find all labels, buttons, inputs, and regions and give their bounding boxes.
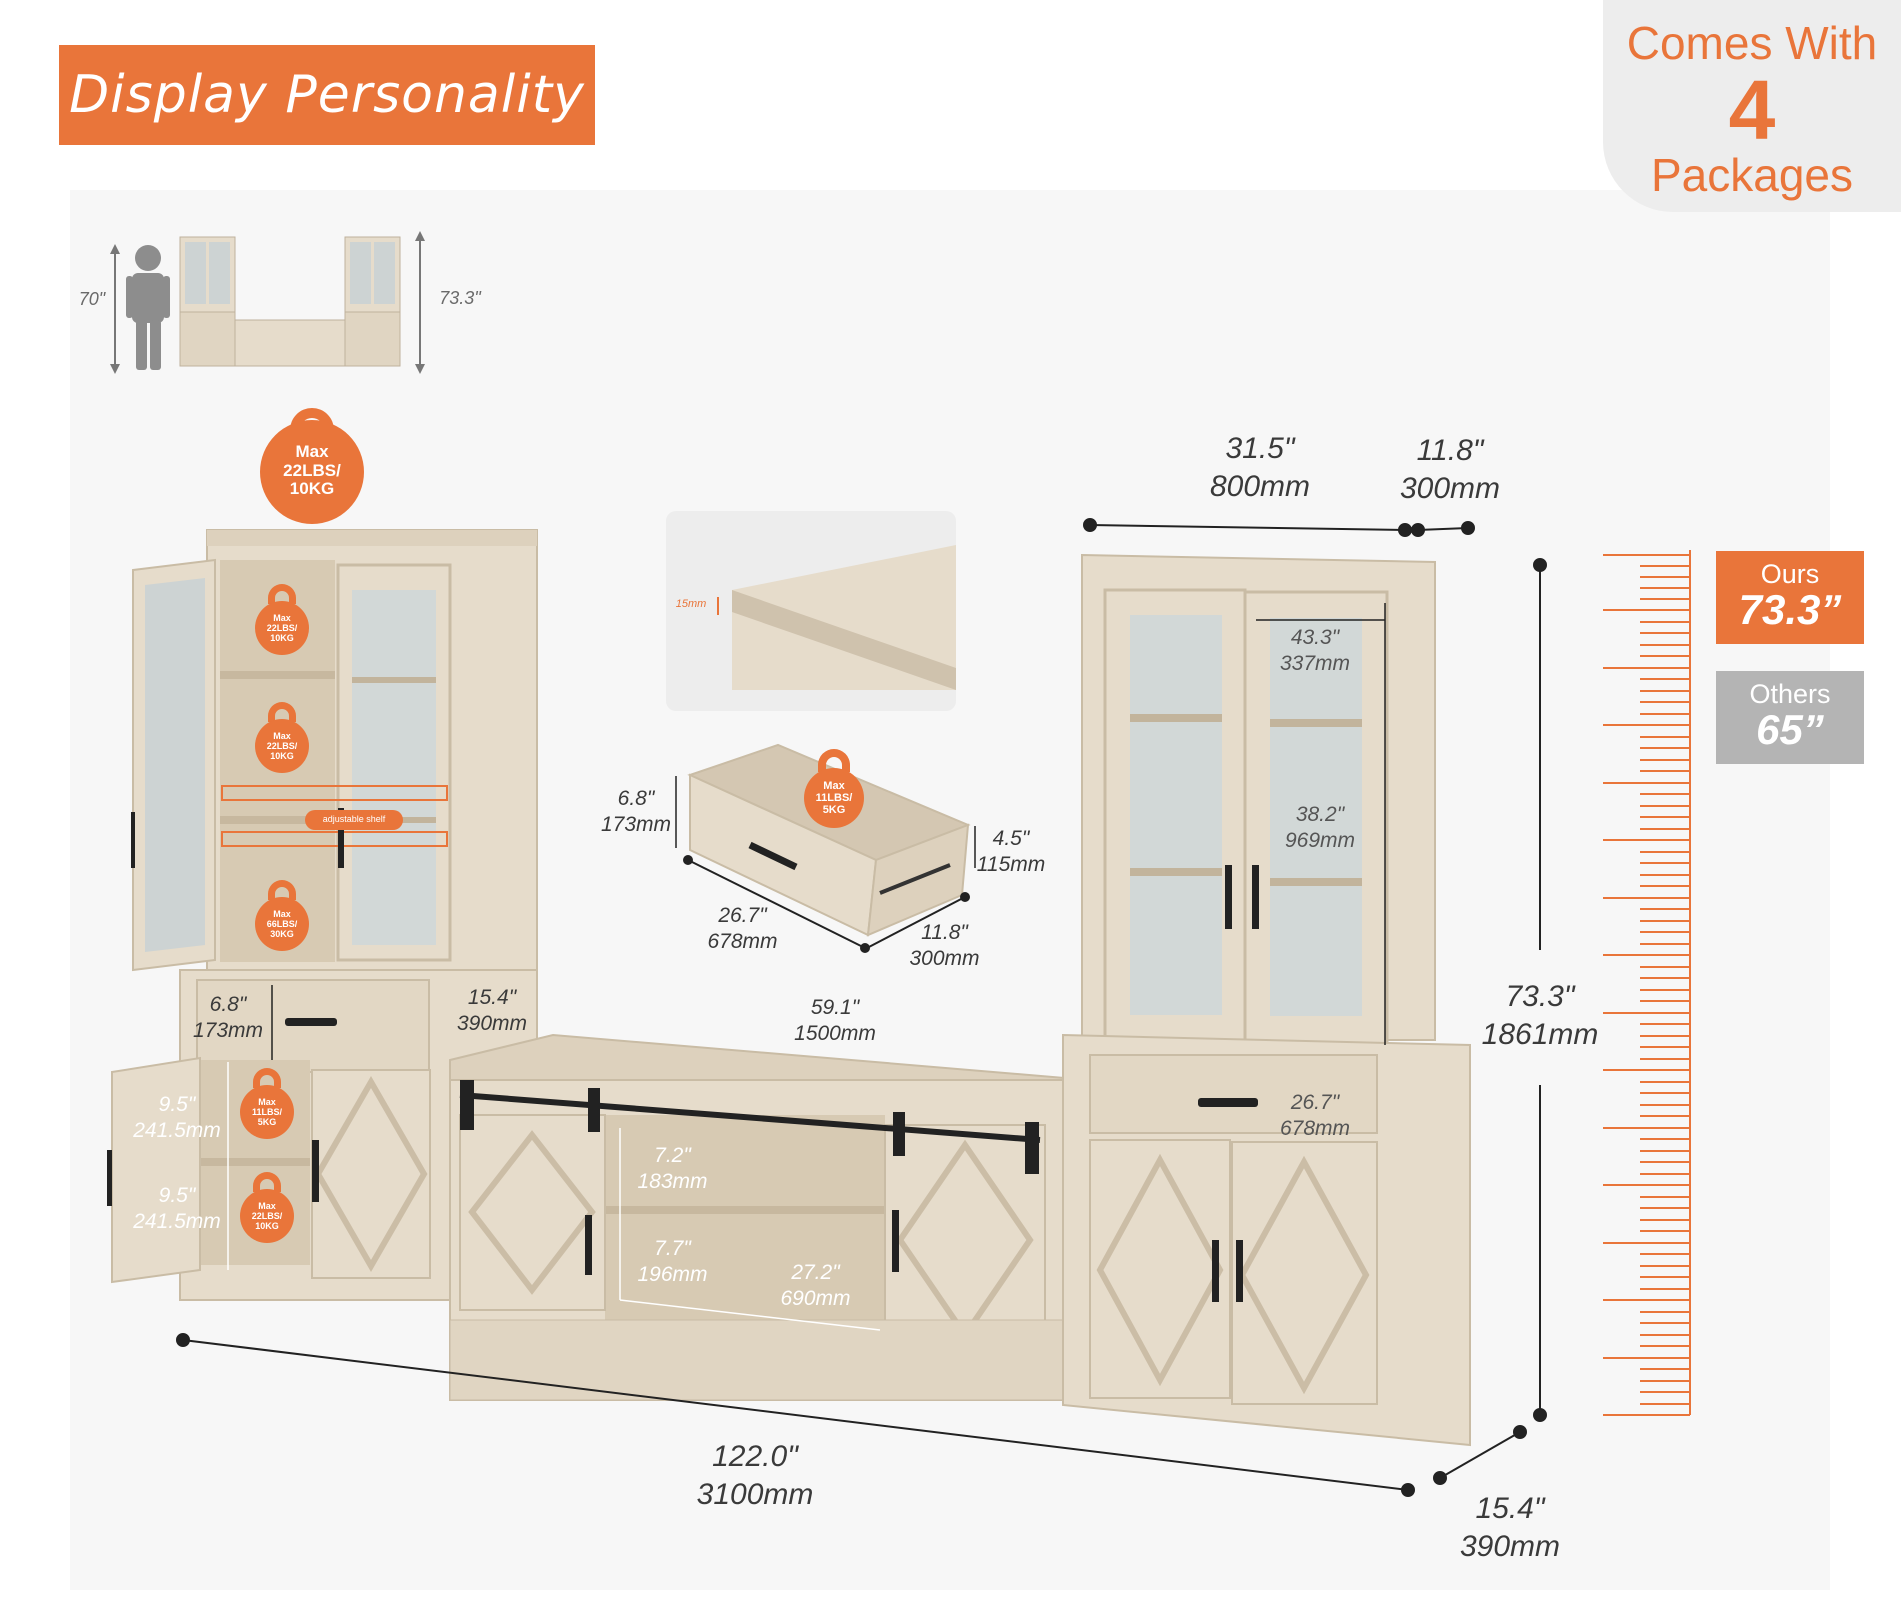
compare-ours-label: Ours [1760, 559, 1820, 589]
weight-lock-icons [240, 408, 864, 1243]
compare-ours-badge: Ours 73.3” [1716, 551, 1864, 644]
dim-tv-open-upper: 7.2"183mm [637, 1144, 708, 1194]
dim-glass-height: 38.2"969mm [1284, 803, 1356, 853]
board-thickness: 15mm [675, 598, 707, 610]
right-tall-cabinet [1062, 553, 1471, 1447]
dim-tv-width: 59.1"1500mm [794, 996, 876, 1046]
dim-drawer-width-right: 26.7"678mm [1279, 1091, 1351, 1141]
compare-others-value: 65” [1756, 706, 1824, 753]
compare-others-label: Others [1749, 679, 1831, 709]
dim-cab-gap-lower: 9.5"241.5mm [133, 1184, 221, 1234]
scale-set-height: 73.3" [439, 288, 481, 308]
dim-tall-width: 31.5"800mm [1209, 432, 1311, 503]
dim-shelf-width: 43.3"337mm [1279, 626, 1351, 676]
title-banner: Display Personality [59, 45, 595, 145]
compare-others-badge: Others 65” [1716, 671, 1864, 764]
title-text: Display Personality [69, 65, 585, 125]
dimension-lines [176, 518, 1547, 1497]
dim-drawer-box-height: 6.8"173mm [600, 787, 672, 837]
packages-badge: Comes With 4 Packages [1603, 0, 1901, 212]
board-sample [666, 511, 956, 711]
dim-total-height: 73.3"1861mm [1481, 980, 1599, 1051]
packages-number: 4 [1728, 63, 1776, 157]
scale-illustration [110, 231, 425, 374]
packages-line1: Comes With [1626, 17, 1878, 69]
dim-tv-depth: 15.4"390mm [456, 986, 528, 1036]
dim-total-width: 122.0"3100mm [696, 1440, 814, 1511]
dim-left-drawer-height: 6.8"173mm [192, 993, 264, 1043]
packages-line2: Packages [1650, 149, 1853, 201]
dim-tv-open-width: 27.2"690mm [780, 1261, 851, 1311]
dim-total-depth: 15.4"390mm [1459, 1492, 1561, 1563]
dim-tall-depth: 11.8"300mm [1399, 434, 1501, 505]
dim-tv-open-lower: 7.7"196mm [637, 1237, 708, 1287]
dim-drawer-box-width: 26.7"678mm [707, 904, 778, 954]
person-icon [126, 245, 170, 370]
tv-stand [449, 1033, 1066, 1401]
dim-drawer-inner-height: 4.5"115mm [976, 827, 1046, 877]
compare-ours-value: 73.3” [1738, 586, 1842, 633]
height-ruler [1603, 550, 1691, 1416]
dim-cab-gap-upper: 9.5"241.5mm [133, 1093, 221, 1143]
dim-drawer-box-depth: 11.8"300mm [909, 921, 980, 971]
scale-person-height: 70" [78, 289, 106, 309]
adjustable-shelf-label: adjustable shelf [322, 814, 386, 824]
